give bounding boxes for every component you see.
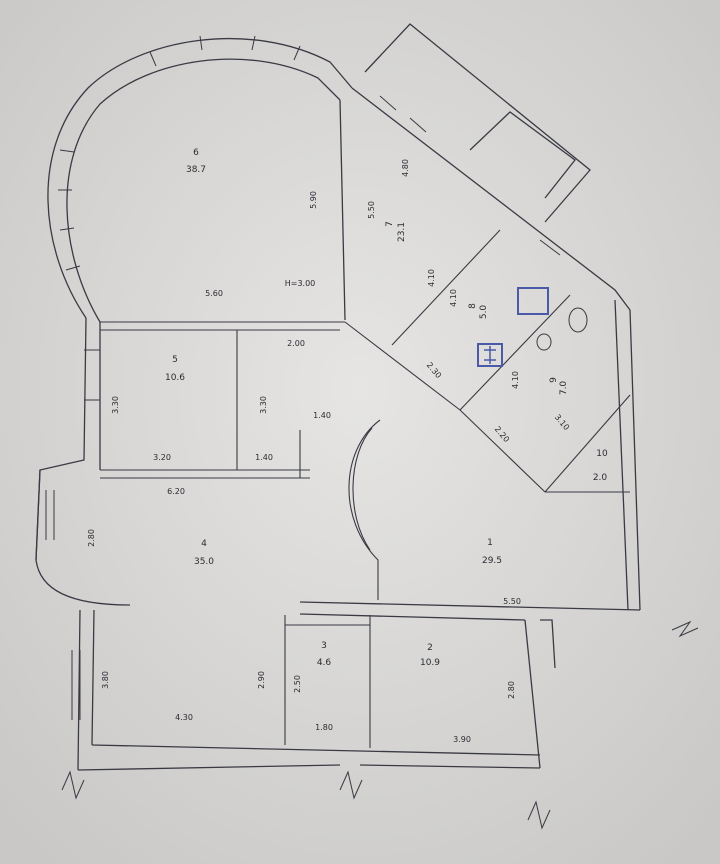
dim-label: 3.80 (101, 671, 110, 689)
dim-label: 5.50 (503, 597, 521, 606)
room-8-number: 8 (468, 303, 478, 309)
room-3-number: 3 (321, 641, 327, 651)
room-2-area: 10.9 (420, 658, 440, 668)
dim-label: 3.30 (259, 396, 268, 414)
room-1-number: 1 (487, 538, 493, 548)
room-3-area: 4.6 (317, 658, 332, 668)
toilet-icon (568, 307, 588, 333)
room-9-area: 7.0 (559, 381, 569, 396)
dim-label: 4.30 (175, 713, 193, 722)
bathtub-icon (477, 343, 503, 367)
dim-label: 1.40 (313, 411, 331, 420)
dim-label: 4.10 (511, 371, 520, 389)
plumbing-fixtures (477, 287, 588, 367)
room-6-number: 6 (193, 148, 199, 158)
dim-label: 5.90 (309, 191, 318, 209)
dim-label: 1.80 (315, 723, 333, 732)
room-7-number: 7 (385, 221, 395, 227)
room-8-area: 5.0 (479, 305, 489, 320)
dim-label: 2.80 (87, 529, 96, 547)
dim-label: 5.60 (205, 289, 223, 298)
dim-label: 5.50 (367, 201, 376, 219)
walls (35, 23, 641, 771)
room-10-number: 10 (596, 449, 608, 459)
room-1-area: 29.5 (482, 556, 502, 566)
windows (45, 35, 561, 720)
room-5-area: 10.6 (165, 373, 185, 383)
dim-label: 2.50 (293, 675, 302, 693)
room-labels: 6 38.7 5 10.6 7 23.1 8 5.0 9 7.0 10 2.0 … (165, 148, 608, 668)
interior-walls (100, 229, 631, 748)
dim-label: 3.90 (453, 735, 471, 744)
dim-label: 2.00 (287, 339, 305, 348)
dim-label: 3.20 (153, 453, 171, 462)
dim-label: 4.10 (449, 289, 458, 307)
room-7-area: 23.1 (397, 222, 407, 242)
room-10-area: 2.0 (593, 473, 608, 483)
room-4-number: 4 (201, 539, 207, 549)
dim-label: 4.10 (427, 269, 436, 287)
break-marks (61, 620, 699, 830)
room-9-number: 9 (549, 377, 559, 383)
dim-label: 1.40 (255, 453, 273, 462)
dim-label: 3.30 (111, 396, 120, 414)
dim-label: 2.90 (257, 671, 266, 689)
dim-label: 2.80 (507, 681, 516, 699)
dim-label: H=3.00 (285, 279, 316, 288)
room-4-area: 35.0 (194, 557, 214, 567)
dim-label: 6.20 (167, 487, 185, 496)
room-5-number: 5 (172, 355, 178, 365)
dim-label: 4.80 (401, 159, 410, 177)
room-6-area: 38.7 (186, 165, 206, 175)
washbasin-icon (536, 333, 552, 351)
sink-icon (517, 287, 549, 315)
stove-icon (484, 346, 496, 364)
room-2-number: 2 (427, 643, 433, 653)
